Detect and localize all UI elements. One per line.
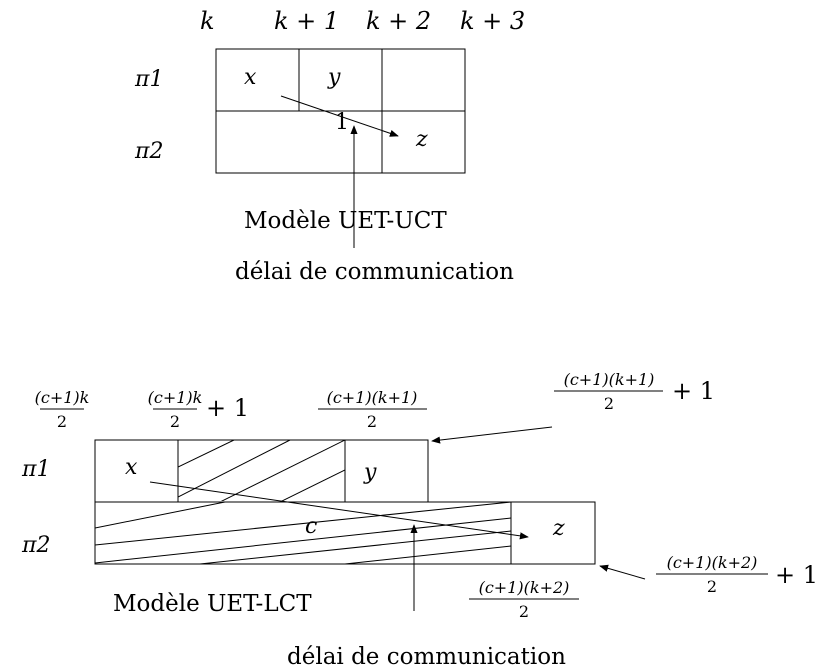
fraction-numerator: (c+1)k [35, 388, 90, 407]
fraction-denominator: 2 [57, 412, 67, 431]
model-label-lct: Modèle UET-LCT [113, 591, 312, 617]
time-label-t5: (c+1)(k+2) 2 + 1 [656, 553, 818, 596]
communication-hatch-pi1 [178, 440, 345, 501]
communication-arrow [149, 481, 529, 540]
fraction-denominator: 2 [519, 602, 529, 621]
fraction-numerator: (c+1)(k+1) [327, 388, 418, 407]
uet-uct-diagram: k k + 1 k + 2 k + 3 π1 π2 x y z 1 Modèle… [134, 7, 525, 285]
delay-value-label: 1 [335, 110, 349, 135]
fraction-numerator: (c+1)(k+2) [479, 578, 570, 597]
communication-hatch-pi2 [95, 502, 511, 564]
processor-label-pi2: π2 [134, 139, 163, 164]
fraction-denominator: 2 [604, 394, 614, 413]
fraction-suffix: + 1 [206, 394, 249, 422]
processor-label-pi1: π1 [134, 67, 163, 92]
processor-label-pi1: π1 [21, 457, 50, 482]
communication-arrow [280, 95, 399, 137]
fraction-numerator: (c+1)k [148, 388, 203, 407]
time-pointer-arrow [599, 564, 646, 580]
task-y: y [363, 460, 377, 485]
delay-caption-lct: délai de communication [287, 644, 566, 670]
time-label-k-plus-3: k + 3 [460, 7, 525, 35]
time-label-t3: (c+1)(k+1) 2 + 1 [554, 370, 715, 413]
pi1-row [94, 439, 429, 503]
time-label-k-plus-2: k + 2 [366, 7, 431, 35]
fraction-suffix: + 1 [775, 561, 818, 589]
model-label-uct: Modèle UET-UCT [244, 208, 447, 234]
fraction-numerator: (c+1)(k+1) [564, 370, 655, 389]
time-label-t2: (c+1)(k+1) 2 [318, 388, 427, 431]
time-label-t1: (c+1)k 2 + 1 [148, 388, 249, 431]
task-x: x [244, 65, 257, 90]
time-label-t0: (c+1)k 2 [35, 388, 90, 431]
task-x: x [125, 455, 138, 480]
task-z: z [415, 127, 428, 152]
fraction-denominator: 2 [170, 412, 180, 431]
processor-label-pi2: π2 [21, 533, 50, 558]
time-label-t4: (c+1)(k+2) 2 [469, 578, 579, 621]
task-y: y [327, 65, 341, 90]
fraction-numerator: (c+1)(k+2) [667, 553, 758, 572]
fraction-denominator: 2 [367, 412, 377, 431]
uet-lct-diagram: (c+1)k 2 (c+1)k 2 + 1 (c+1)(k+1) 2 (c+1)… [21, 370, 818, 670]
delay-value-label: c [305, 514, 317, 539]
time-label-k: k [200, 7, 215, 35]
time-pointer-arrow [431, 426, 553, 444]
delay-caption-uct: délai de communication [235, 259, 514, 285]
time-label-k-plus-1: k + 1 [274, 7, 339, 35]
fraction-denominator: 2 [707, 577, 717, 596]
fraction-suffix: + 1 [672, 377, 715, 405]
task-z: z [552, 516, 565, 541]
